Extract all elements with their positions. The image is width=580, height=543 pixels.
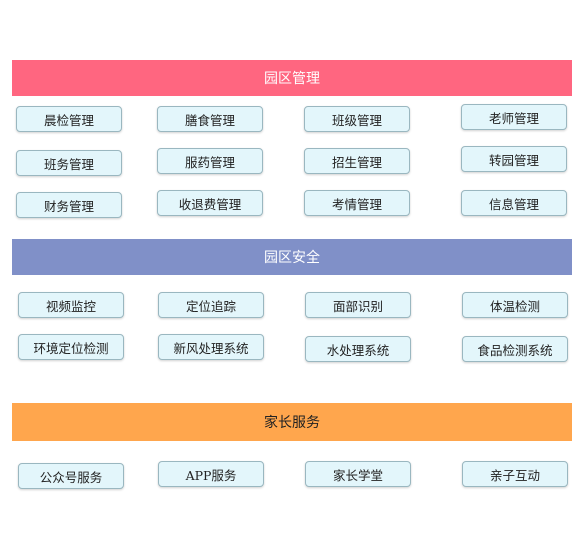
transfer-management-button[interactable]: 转园管理: [461, 146, 567, 172]
official-account-button[interactable]: 公众号服务: [18, 463, 124, 489]
button-label: APP服务: [185, 467, 237, 483]
teacher-management-button[interactable]: 老师管理: [461, 104, 567, 130]
button-label: 转园管理: [488, 152, 539, 168]
button-label: 收退费管理: [178, 196, 242, 212]
water-treatment-button[interactable]: 水处理系统: [305, 336, 411, 362]
attendance-management-button[interactable]: 考情管理: [304, 190, 410, 216]
button-label: 招生管理: [331, 154, 382, 170]
fresh-air-system-button[interactable]: 新风处理系统: [158, 334, 264, 360]
video-monitoring-button[interactable]: 视频监控: [18, 292, 124, 318]
button-label: 食品检测系统: [477, 342, 553, 358]
finance-management-button[interactable]: 财务管理: [16, 192, 122, 218]
button-label: 服药管理: [184, 154, 235, 170]
section-title: 园区管理: [264, 71, 320, 87]
section-title: 园区安全: [264, 250, 320, 266]
class-management-button[interactable]: 班级管理: [304, 106, 410, 132]
button-label: 膳食管理: [184, 112, 235, 128]
button-label: 考情管理: [331, 196, 382, 212]
parent-school-button[interactable]: 家长学堂: [305, 461, 411, 487]
button-label: 亲子互动: [489, 467, 540, 483]
button-label: 财务管理: [43, 198, 94, 214]
temperature-detection-button[interactable]: 体温检测: [462, 292, 568, 318]
button-label: 晨检管理: [43, 112, 94, 128]
button-label: 定位追踪: [185, 298, 236, 314]
button-label: 公众号服务: [39, 469, 103, 485]
button-label: 新风处理系统: [173, 340, 249, 356]
button-label: 老师管理: [488, 110, 539, 126]
fee-refund-management-button[interactable]: 收退费管理: [157, 190, 263, 216]
button-label: 信息管理: [488, 196, 539, 212]
medication-management-button[interactable]: 服药管理: [157, 148, 263, 174]
parent-child-interaction-button[interactable]: 亲子互动: [462, 461, 568, 487]
button-label: 体温检测: [489, 298, 540, 314]
location-tracking-button[interactable]: 定位追踪: [158, 292, 264, 318]
app-service-button[interactable]: APP服务: [158, 461, 264, 487]
section-header-parent-services: 家长服务: [12, 403, 572, 441]
meal-management-button[interactable]: 膳食管理: [157, 106, 263, 132]
info-management-button[interactable]: 信息管理: [461, 190, 567, 216]
button-label: 家长学堂: [332, 467, 383, 483]
button-label: 班务管理: [43, 156, 94, 172]
enrollment-management-button[interactable]: 招生管理: [304, 148, 410, 174]
class-affairs-button[interactable]: 班务管理: [16, 150, 122, 176]
button-label: 水处理系统: [326, 342, 390, 358]
environment-detection-button[interactable]: 环境定位检测: [18, 334, 124, 360]
button-label: 班级管理: [331, 112, 382, 128]
face-recognition-button[interactable]: 面部识别: [305, 292, 411, 318]
button-label: 视频监控: [45, 298, 96, 314]
section-header-park-safety: 园区安全: [12, 239, 572, 275]
button-label: 环境定位检测: [33, 340, 109, 356]
button-label: 面部识别: [332, 298, 383, 314]
food-detection-button[interactable]: 食品检测系统: [462, 336, 568, 362]
section-title: 家长服务: [264, 415, 320, 431]
section-header-park-management: 园区管理: [12, 60, 572, 96]
morning-check-button[interactable]: 晨检管理: [16, 106, 122, 132]
